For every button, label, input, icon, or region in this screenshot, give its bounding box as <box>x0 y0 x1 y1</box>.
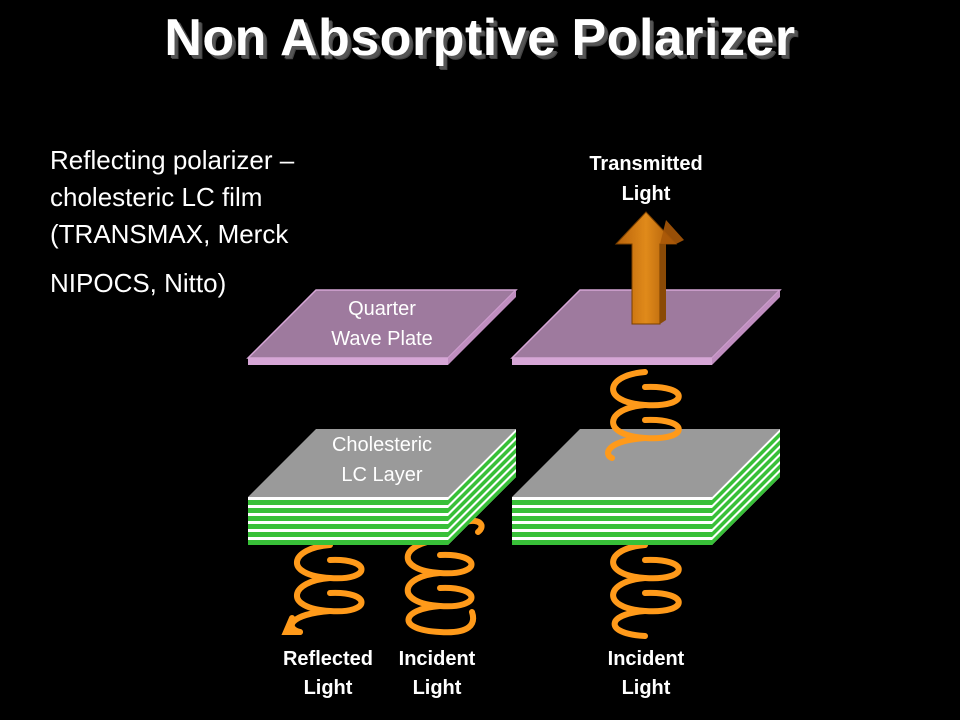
reflected-label-line1: Reflected <box>283 648 373 670</box>
incident-right-label-line1: Incident <box>608 648 685 670</box>
cholesteric-lc-layer-left: Cholesteric LC Layer <box>248 429 516 545</box>
transmitted-label-line1: Transmitted <box>589 153 702 175</box>
lc-layer-stripes-right <box>512 429 780 545</box>
quarter-wave-plate-left: Quarter Wave Plate <box>246 289 518 365</box>
lc-layer-top-right <box>512 429 780 497</box>
incident-left-label-line2: Light <box>413 677 462 699</box>
body-text: Reflecting polarizer – cholesteric LC fi… <box>50 142 390 302</box>
body-line-3: (TRANSMAX, Merck <box>50 219 289 249</box>
qwp-label-line2: Wave Plate <box>331 328 433 350</box>
lc-layer-top-left <box>248 429 516 497</box>
reflected-light-spring <box>281 542 365 635</box>
slide-title: Non Absorptive Polarizer <box>164 9 796 67</box>
body-line-4: NIPOCS, Nitto) <box>50 268 227 298</box>
body-line-2: cholesteric LC film <box>50 182 263 212</box>
body-line-1: Reflecting polarizer – <box>50 145 295 175</box>
cholesteric-label-line2: LC Layer <box>341 464 422 486</box>
cholesteric-lc-layer-right <box>512 429 780 545</box>
circular-light-spring-right <box>605 369 682 461</box>
incident-right-label-line2: Light <box>622 677 671 699</box>
qwp-label-line1: Quarter <box>348 298 416 320</box>
transmitted-light-arrow <box>614 211 684 325</box>
incident-light-spring-right <box>610 542 682 639</box>
transmitted-label-line2: Light <box>622 183 671 205</box>
lc-layer-stripes-left <box>248 429 516 545</box>
reflected-label-line2: Light <box>304 677 353 699</box>
cholesteric-label-line1: Cholesteric <box>332 434 432 456</box>
incident-left-label-line1: Incident <box>399 648 476 670</box>
